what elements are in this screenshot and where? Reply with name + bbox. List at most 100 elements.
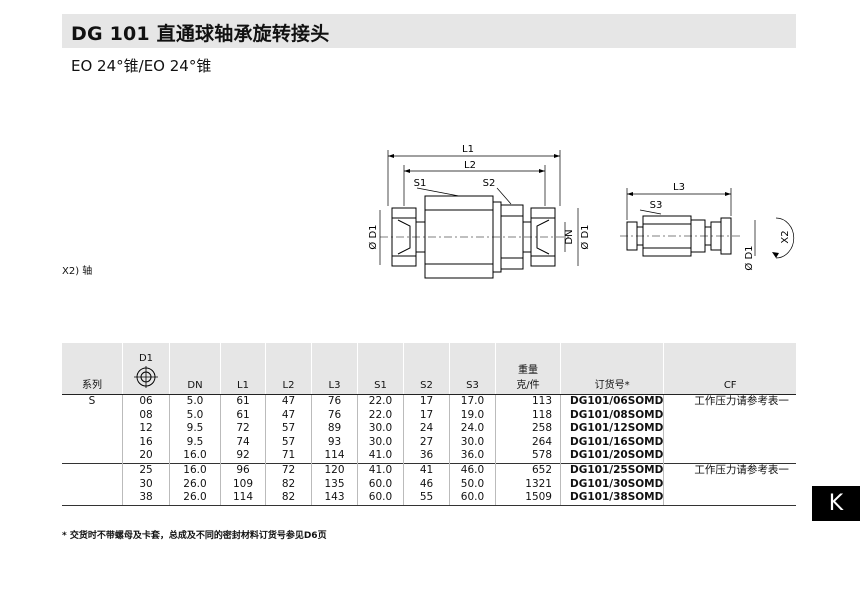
cell-l2: 82 — [265, 477, 312, 492]
col-weight: 重量 克/件 — [495, 343, 561, 395]
cell-l3: 135 — [311, 477, 358, 492]
cell-dn: 16.0 — [169, 449, 221, 464]
cell-l2: 72 — [265, 462, 312, 478]
cell-l1: 96 — [220, 462, 266, 478]
main-fitting-body — [380, 195, 570, 279]
col-weight-line2: 克/件 — [516, 380, 540, 391]
table-row: 08 5.0 61 47 76 22.0 17 19.0 118 DG101/0… — [62, 408, 796, 423]
cell-order-number: DG101/16SOMD — [559, 435, 664, 450]
label-l1: L1 — [462, 144, 474, 155]
label-x2: X2 — [780, 230, 791, 243]
cell-l2: 57 — [265, 435, 312, 450]
cell-cf: 工作压力请参考表一 — [663, 393, 796, 409]
cell-s2: 27 — [403, 435, 450, 450]
cell-l1: 72 — [220, 422, 266, 436]
footnote: * 交货时不带螺母及卡套，总成及不同的密封材料订货号参见D6页 — [62, 531, 327, 541]
table-header-row: 系列 D1 DN L1 L2 L3 S1 S2 S3 重量 克/件 订货号* — [62, 343, 796, 395]
cell-l1: 92 — [220, 449, 266, 464]
cell-s1: 22.0 — [357, 408, 404, 423]
cell-weight: 1509 — [495, 491, 561, 506]
col-s2: S2 — [403, 343, 450, 395]
col-l2: L2 — [265, 343, 312, 395]
cell-d1: 38 — [122, 491, 170, 506]
cell-l3: 89 — [311, 422, 358, 436]
cell-s2: 17 — [403, 393, 450, 409]
label-s1: S1 — [414, 178, 427, 189]
cell-s1: 60.0 — [357, 491, 404, 506]
cell-s2: 36 — [403, 449, 450, 464]
small-fitting-body — [620, 215, 740, 257]
col-s1: S1 — [357, 343, 404, 395]
cell-s3: 17.0 — [449, 393, 496, 409]
label-d1-left: Ø D1 — [367, 224, 379, 249]
col-weight-line1: 重量 — [518, 365, 538, 376]
cell-s3: 60.0 — [449, 491, 496, 506]
cell-s1: 30.0 — [357, 422, 404, 436]
label-d1-small: Ø D1 — [743, 245, 755, 270]
cell-d1: 25 — [122, 462, 170, 478]
cell-l3: 114 — [311, 449, 358, 464]
cell-order-number: DG101/06SOMD — [559, 393, 664, 409]
cell-s3: 30.0 — [449, 435, 496, 450]
cell-l1: 61 — [220, 408, 266, 423]
cell-weight: 264 — [495, 435, 561, 450]
table-row: 25 16.0 96 72 120 41.0 41 46.0 652 DG101… — [62, 462, 796, 478]
col-l1: L1 — [220, 343, 266, 395]
col-series: 系列 — [62, 343, 123, 395]
page-title: DG 101 直通球轴承旋转接头 — [71, 23, 330, 45]
cell-order-number: DG101/30SOMD — [559, 477, 664, 492]
cell-s3: 46.0 — [449, 462, 496, 478]
cell-weight: 118 — [495, 408, 561, 423]
cell-l2: 82 — [265, 491, 312, 506]
cell-weight: 113 — [495, 393, 561, 409]
label-s3: S3 — [650, 200, 663, 211]
cell-l1: 114 — [220, 491, 266, 506]
col-cf: CF — [663, 343, 796, 395]
label-dn: DN — [564, 229, 575, 244]
product-table: 系列 D1 DN L1 L2 L3 S1 S2 S3 重量 克/件 订货号* — [62, 343, 796, 506]
cell-order-number: DG101/38SOMD — [559, 491, 664, 506]
col-order: 订货号* — [559, 343, 664, 395]
cell-d1: 06 — [122, 393, 170, 409]
cell-s2: 24 — [403, 422, 450, 436]
cell-d1: 16 — [122, 435, 170, 450]
cell-weight: 652 — [495, 462, 561, 478]
cell-order-number: DG101/08SOMD — [559, 408, 664, 423]
cell-dn: 9.5 — [169, 435, 221, 450]
cell-dn: 26.0 — [169, 477, 221, 492]
cell-weight: 258 — [495, 422, 561, 436]
table-row: 30 26.0 109 82 135 60.0 46 50.0 1321 DG1… — [62, 477, 796, 492]
cell-s3: 24.0 — [449, 422, 496, 436]
cell-l2: 47 — [265, 408, 312, 423]
cell-s2: 17 — [403, 408, 450, 423]
col-l3: L3 — [311, 343, 358, 395]
label-l3: L3 — [673, 182, 685, 193]
label-s2: S2 — [483, 178, 496, 189]
cell-d1: 20 — [122, 449, 170, 464]
cell-l2: 47 — [265, 393, 312, 409]
table-row: S 06 5.0 61 47 76 22.0 17 17.0 113 DG101… — [62, 393, 796, 409]
title-bar — [62, 14, 796, 48]
col-d1-label: D1 — [138, 353, 154, 364]
axis-note: X2) 轴 — [62, 266, 93, 277]
table-body: S 06 5.0 61 47 76 22.0 17 17.0 113 DG101… — [62, 393, 796, 506]
cell-l1: 74 — [220, 435, 266, 450]
cell-d1: 30 — [122, 477, 170, 492]
cell-s3: 50.0 — [449, 477, 496, 492]
table-row: 38 26.0 114 82 143 60.0 55 60.0 1509 DG1… — [62, 491, 796, 506]
cell-s1: 30.0 — [357, 435, 404, 450]
col-s3: S3 — [449, 343, 496, 395]
cell-s3: 36.0 — [449, 449, 496, 464]
cell-weight: 1321 — [495, 477, 561, 492]
cell-l3: 76 — [311, 408, 358, 423]
cell-order-number: DG101/12SOMD — [559, 422, 664, 436]
cell-dn: 26.0 — [169, 491, 221, 506]
section-tab-k[interactable]: K — [812, 486, 860, 521]
cell-d1: 08 — [122, 408, 170, 423]
cell-s2: 55 — [403, 491, 450, 506]
cell-l1: 61 — [220, 393, 266, 409]
cell-dn: 5.0 — [169, 393, 221, 409]
cell-order-number: DG101/25SOMD — [559, 462, 664, 478]
cell-s1: 41.0 — [357, 449, 404, 464]
